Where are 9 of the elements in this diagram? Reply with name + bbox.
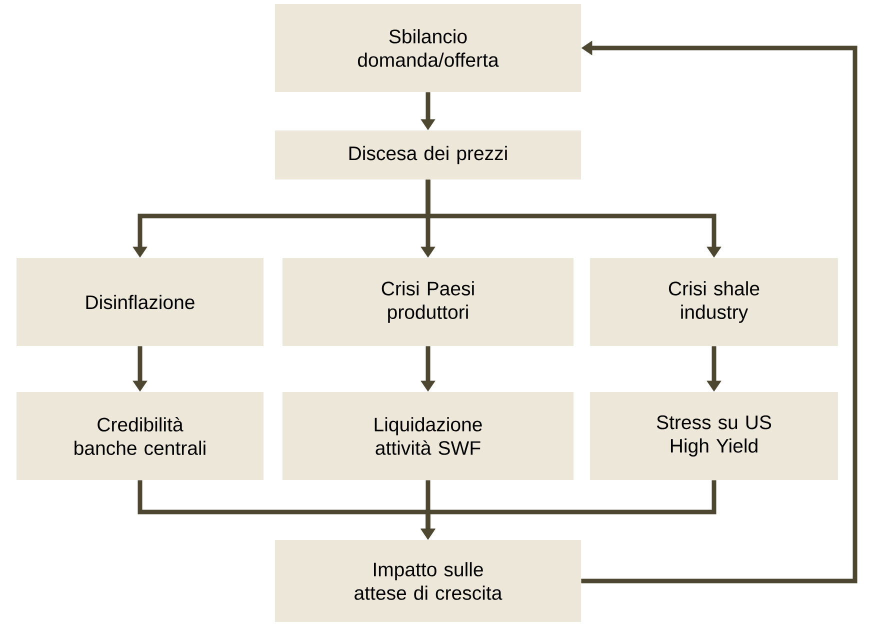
process-box: Impatto sulle attese di crescita [275, 540, 581, 622]
process-box: Discesa dei prezzi [275, 130, 581, 180]
process-box: Sbilancio domanda/offerta [275, 4, 581, 92]
process-box: Crisi Paesi produttori [282, 258, 574, 346]
process-box: Crisi shale industry [590, 258, 838, 346]
process-box: Disinflazione [16, 258, 264, 346]
process-box: Liquidazione attività SWF [282, 392, 574, 480]
process-box: Credibilità banche centrali [16, 392, 264, 480]
process-box: Stress su US High Yield [590, 392, 838, 480]
